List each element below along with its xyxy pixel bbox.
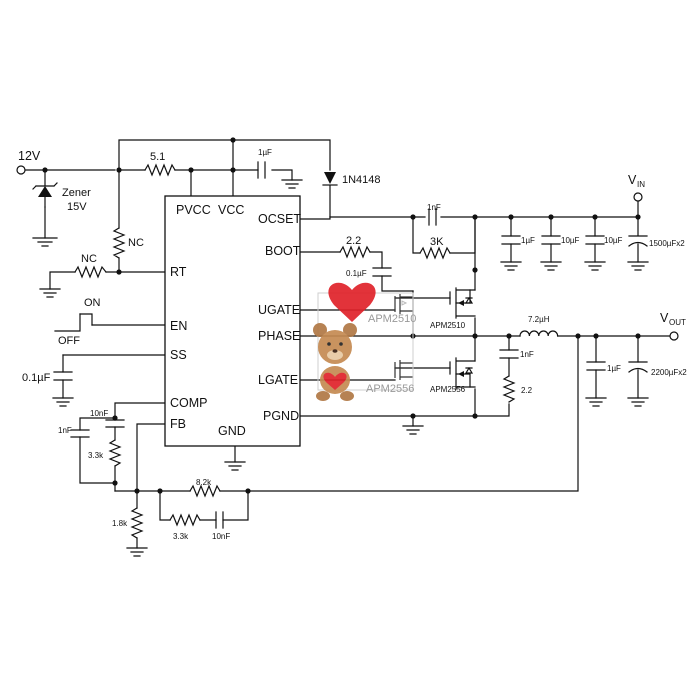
label-c-1nf-ocset: 1nF [427, 203, 441, 212]
label-c-ss: 0.1µF [22, 372, 51, 384]
pin-pvcc: PVCC [176, 203, 211, 217]
label-r-1-8k: 1.8k [112, 519, 128, 528]
inductor-7-2uh [519, 330, 559, 337]
label-r-3-3k-comp: 3.3k [88, 451, 104, 460]
mosfet-low-side-faded [394, 360, 413, 380]
pin-rt: RT [170, 265, 187, 279]
label-c-1uf-top: 1µF [258, 148, 272, 157]
pin-gnd: GND [218, 424, 246, 438]
label-zener-value: 15V [67, 201, 87, 213]
pin-vcc: VCC [218, 203, 244, 217]
label-c-10nf-comp: 10nF [90, 409, 108, 418]
wires [24, 139, 671, 549]
capacitor-in-bulk [628, 235, 648, 247]
capacitor-10nf-fb [215, 511, 224, 529]
teddy-bear-with-heart-icon [313, 282, 376, 401]
resistors [74, 163, 516, 539]
resistor-nc-vertical [112, 227, 126, 259]
en-switch [79, 313, 93, 326]
terminal-vin [633, 192, 643, 202]
resistor-2-2-boot [339, 245, 371, 259]
pin-pgnd: PGND [263, 409, 299, 423]
capacitor-1nf-ocset [428, 208, 437, 226]
capacitor-in-10uf-a [541, 235, 561, 245]
label-vout-subscript: OUT [669, 318, 686, 327]
terminal-vout [669, 331, 679, 341]
diode-1n4148 [322, 172, 338, 186]
label-c-10nf-fb: 10nF [212, 532, 230, 541]
capacitor-0-1uf-boot [372, 267, 392, 277]
label-r-nc-rt: NC [81, 253, 97, 265]
pin-ugate: UGATE [258, 303, 300, 317]
resistor-8-2k [189, 484, 221, 498]
label-switch-on: ON [84, 297, 101, 309]
capacitor-in-10uf-b [585, 235, 605, 245]
label-vout: V [660, 311, 669, 325]
pin-fb: FB [170, 417, 186, 431]
label-mosfet-high-a: APM2510 [368, 313, 416, 325]
label-c-in-bulk: 1500µFx2 [649, 239, 685, 248]
pin-en: EN [170, 319, 187, 333]
label-zener-name: Zener [62, 187, 91, 199]
label-mosfet-low-b: APM2556 [430, 385, 466, 394]
mosfet-low-side [449, 357, 476, 390]
label-mosfet-low-a: APM2556 [366, 383, 414, 395]
label-c-1nf-comp: 1nF [58, 426, 72, 435]
label-r-nc-vertical: NC [128, 237, 144, 249]
capacitor-ss [53, 371, 73, 381]
ground-symbols [32, 179, 649, 557]
capacitor-in-1uf [501, 235, 521, 245]
pin-boot: BOOT [265, 244, 301, 258]
capacitor-1uf-top [257, 161, 266, 179]
label-r-3-3k-fb: 3.3k [173, 532, 189, 541]
capacitor-out-1uf [586, 361, 606, 371]
labels: 12V Zener 15V 5.1 1µF 1N4148 NC NC ON OF… [18, 148, 687, 541]
label-r-snubber: 2.2 [521, 386, 533, 395]
label-12v: 12V [18, 149, 41, 163]
capacitor-snubber [499, 349, 519, 359]
resistor-3k-ocset [419, 246, 451, 260]
resistor-3-3k-fb [169, 513, 201, 527]
label-vin: V [628, 173, 637, 187]
label-c-in-1uf: 1µF [521, 236, 535, 245]
pin-lgate: LGATE [258, 373, 298, 387]
label-c-snubber: 1nF [520, 350, 534, 359]
pin-ocset: OCSET [258, 212, 301, 226]
label-c-in-10uf-a: 10µF [561, 236, 580, 245]
capacitors [53, 161, 648, 529]
resistor-1-8k [130, 507, 144, 539]
mosfet-high-side-faded [394, 294, 413, 314]
pin-phase: PHASE [258, 329, 300, 343]
label-c-out-1uf: 1µF [607, 364, 621, 373]
mosfet-high-side [449, 287, 476, 319]
capacitor-out-bulk [628, 361, 648, 373]
resistor-2-2-snubber [502, 375, 516, 403]
label-c-in-10uf-b: 10µF [604, 236, 623, 245]
label-r-8-2k: 8.2k [196, 478, 212, 487]
capacitor-1nf-comp [70, 429, 90, 438]
controller-ic [164, 195, 301, 447]
label-diode: 1N4148 [342, 174, 381, 186]
capacitor-10nf-comp [105, 419, 125, 428]
label-mosfet-high-b: APM2510 [430, 321, 466, 330]
label-inductor: 7.2µH [528, 315, 550, 324]
zener-diode [32, 182, 58, 208]
label-c-0-1uf-boot: 0.1µF [346, 269, 367, 278]
resistor-nc-rt [74, 265, 107, 279]
ic-pin-labels: PVCC VCC OCSET BOOT RT EN SS COMP FB GND… [170, 203, 301, 438]
label-switch-off: OFF [58, 335, 80, 347]
label-r-5-1: 5.1 [150, 151, 165, 163]
terminal-12v [16, 165, 26, 175]
label-c-out-bulk: 2200µFx2 [651, 368, 687, 377]
pin-ss: SS [170, 348, 187, 362]
resistor-3-3k-comp [108, 439, 122, 467]
label-vin-subscript: IN [637, 180, 645, 189]
junction-dots [42, 137, 641, 494]
label-r-2-2-boot: 2.2 [346, 235, 361, 247]
label-r-3k-ocset: 3K [430, 236, 444, 248]
pin-comp: COMP [170, 396, 208, 410]
resistor-5-1 [144, 163, 176, 177]
